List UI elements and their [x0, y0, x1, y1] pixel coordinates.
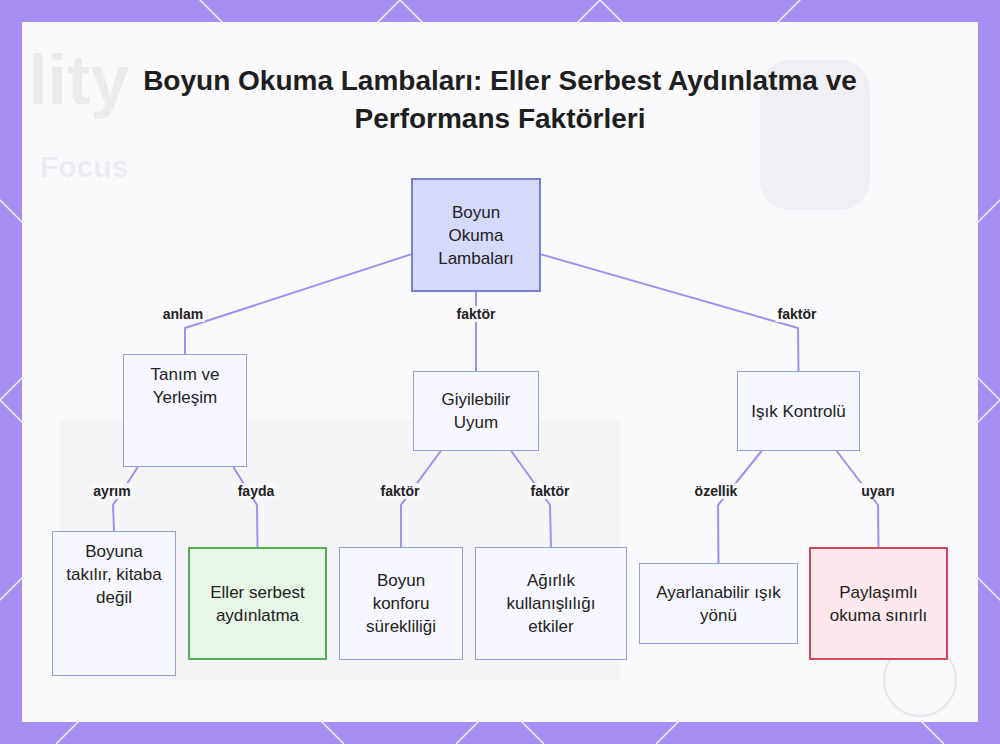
- concept-box: Tanım ve Yerleşim: [123, 354, 247, 467]
- connector-line: [718, 451, 762, 563]
- diagram-title: Boyun Okuma Lambaları: Eller Serbest Ayd…: [100, 62, 900, 138]
- edge-label: fayda: [236, 483, 277, 499]
- connector-line: [113, 467, 138, 531]
- watermark-text: lity: [28, 40, 129, 120]
- box-text: Boyun konforu sürekliliği: [350, 569, 452, 638]
- concept-box: Giyilebilir Uyum: [413, 371, 539, 451]
- box-text: Boyuna takılır, kitaba değil: [63, 540, 165, 609]
- edge-label: faktör: [379, 483, 422, 499]
- connector-line: [401, 451, 441, 547]
- box-text: Tanım ve Yerleşim: [134, 363, 236, 409]
- watermark-text: Focus: [40, 150, 128, 184]
- box-text: Ağırlık kullanışlılığı etkiler: [486, 569, 616, 638]
- concept-box: Boyun konforu sürekliliği: [339, 547, 463, 660]
- connector-line: [233, 467, 257, 547]
- edge-label: faktör: [529, 483, 572, 499]
- connector-line: [541, 254, 799, 371]
- concept-box: Eller serbest aydınlatma: [188, 547, 327, 660]
- edge-label: faktör: [455, 306, 498, 322]
- connector-line: [837, 451, 879, 547]
- concept-box: Boyun Okuma Lambaları: [411, 178, 541, 292]
- box-text: Paylaşımlı okuma sınırlı: [821, 581, 936, 627]
- connector-line: [185, 254, 411, 354]
- connector-line: [511, 451, 551, 547]
- concept-box: Işık Kontrolü: [737, 371, 860, 451]
- connector-line: [475, 292, 477, 371]
- box-text: Giyilebilir Uyum: [424, 388, 528, 434]
- panel: [22, 22, 978, 722]
- edge-label: anlam: [161, 306, 205, 322]
- concept-box: Ağırlık kullanışlılığı etkiler: [475, 547, 627, 660]
- edge-label: faktör: [776, 306, 819, 322]
- concept-box: Ayarlanabilir ışık yönü: [639, 563, 798, 644]
- concept-box: Boyuna takılır, kitaba değil: [52, 531, 176, 676]
- box-text: Eller serbest aydınlatma: [200, 581, 315, 627]
- edge-label: özellik: [693, 483, 740, 499]
- box-text: Boyun Okuma Lambaları: [423, 201, 529, 270]
- box-text: Ayarlanabilir ışık yönü: [650, 581, 787, 627]
- box-text: Işık Kontrolü: [751, 400, 846, 423]
- edge-label: ayrım: [91, 483, 132, 499]
- concept-box: Paylaşımlı okuma sınırlı: [809, 547, 948, 660]
- edge-label: uyarı: [859, 483, 896, 499]
